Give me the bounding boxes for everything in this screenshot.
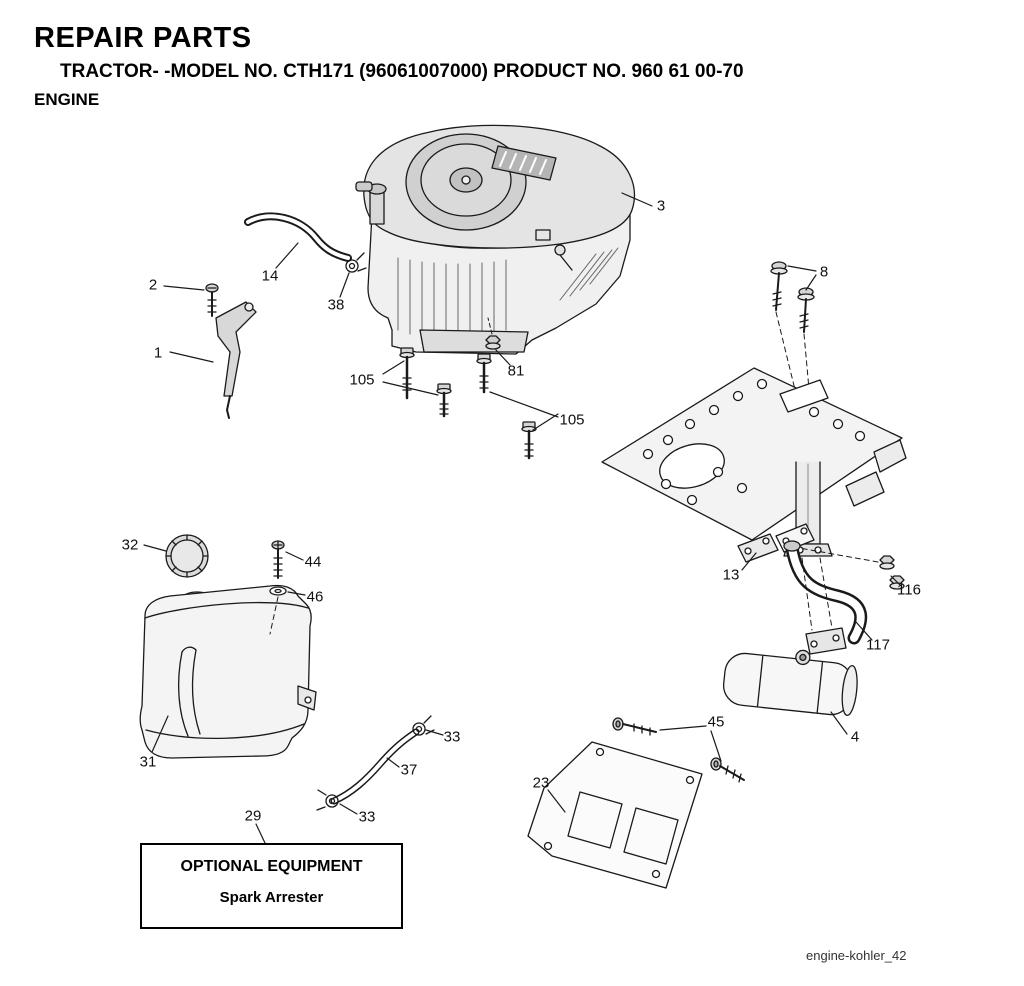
nut-81-drawing: [485, 317, 501, 350]
mounting-plate-drawing: [601, 367, 907, 557]
leader-lines: [143, 192, 901, 844]
fuel-tank-31-drawing: [139, 584, 317, 759]
drawing-id: engine-kohler_42: [806, 948, 907, 963]
optional-equipment-subtitle: Spark Arrester: [219, 889, 324, 906]
screw-2-drawing: [205, 283, 219, 317]
model-subtitle: TRACTOR- -MODEL NO. CTH171 (96061007000)…: [60, 61, 744, 82]
fuel-cap-32-drawing: [165, 534, 209, 578]
fuel-hose-14-drawing: [244, 212, 352, 262]
optional-equipment-box: OPTIONAL EQUIPMENT Spark Arrester: [140, 843, 403, 929]
engine-drawing: [355, 124, 636, 355]
heat-shield-23-drawing: [527, 741, 703, 889]
muffler-4-drawing: [722, 557, 858, 717]
bolts-105-drawing: [399, 347, 537, 460]
bracket-1-drawing: [215, 301, 257, 419]
screw-44-washer-46-drawing: [269, 540, 287, 635]
exhaust-pipe-117-drawing: [783, 540, 868, 645]
page-title: REPAIR PARTS: [34, 22, 252, 54]
nuts-116-drawing: [787, 545, 905, 590]
hose-37-clamps-33-drawing: [316, 715, 435, 811]
section-label: ENGINE: [34, 90, 100, 109]
clamp-38-drawing: [345, 252, 367, 273]
optional-equipment-title: OPTIONAL EQUIPMENT: [180, 858, 363, 875]
bolts-45-drawing: [612, 717, 745, 783]
